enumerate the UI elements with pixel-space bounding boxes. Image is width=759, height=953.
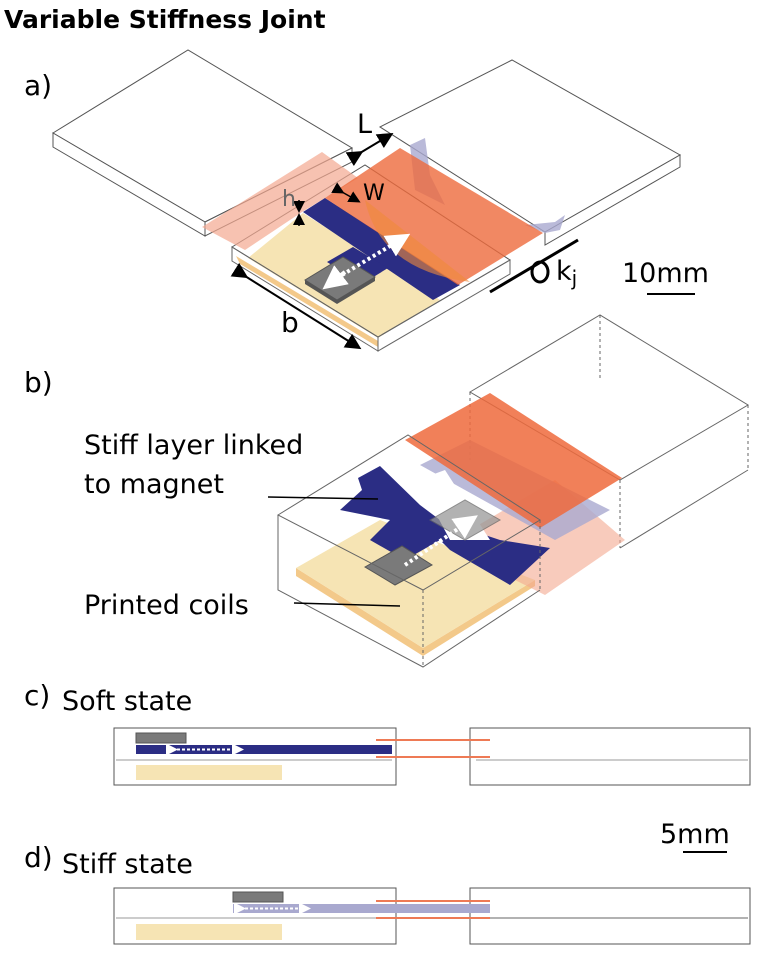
soft-state-title: Soft state <box>62 686 192 717</box>
magnet-d <box>232 891 284 903</box>
stiff-state-title: Stiff state <box>62 849 193 880</box>
stiff-layer-d <box>233 904 490 913</box>
orange-sheet <box>325 148 543 285</box>
motion-arrow-b <box>403 515 478 567</box>
pink-sheet <box>202 152 358 250</box>
left-link-block-b <box>276 434 541 668</box>
dim-W-arrow <box>331 182 361 203</box>
dim-L-arrow <box>345 132 394 167</box>
panel-c-label: c) <box>24 679 50 712</box>
callout-stiff-layer-line <box>267 496 379 500</box>
stiff-layer-c <box>136 745 392 754</box>
torsion-spring-icon <box>530 260 550 284</box>
orange-sheet-b <box>405 393 622 528</box>
motion-arrow <box>340 233 411 277</box>
panel-b: b) <box>24 314 749 668</box>
dim-h: h <box>282 187 296 212</box>
right-link-section <box>469 727 751 786</box>
panel-a: a) <box>24 49 709 352</box>
spring-label: kj <box>556 256 577 290</box>
scale-bar-10mm-label: 10mm <box>622 258 709 289</box>
callout-stiff-layer-line1: Stiff layer linked <box>84 430 303 461</box>
figure-title: Variable Stiffness Joint <box>4 5 326 34</box>
printed-coils-edge <box>296 568 535 656</box>
orange-sheet-curve <box>365 200 470 282</box>
panel-a-label: a) <box>24 69 52 102</box>
callout-stiff-layer-line2: to magnet <box>84 469 224 500</box>
callout-printed-coils: Printed coils <box>84 590 249 621</box>
printed-coils <box>296 520 535 648</box>
dim-L: L <box>357 109 372 140</box>
panel-b-label: b) <box>24 366 53 399</box>
panel-d: 5mm d) Stiff state <box>24 819 751 945</box>
dim-W: W <box>363 181 385 206</box>
panel-c: c) Soft state <box>24 679 751 786</box>
magnet-c <box>135 732 187 744</box>
callout-coils-line <box>293 602 401 607</box>
panel-d-label: d) <box>24 841 53 874</box>
printed-coils-c <box>136 765 282 780</box>
scale-bar-5mm-label: 5mm <box>660 819 730 850</box>
right-link-section-d <box>469 887 751 945</box>
dim-b: b <box>281 306 299 339</box>
printed-coils-d <box>136 924 282 940</box>
dim-b-arrow <box>230 262 362 350</box>
